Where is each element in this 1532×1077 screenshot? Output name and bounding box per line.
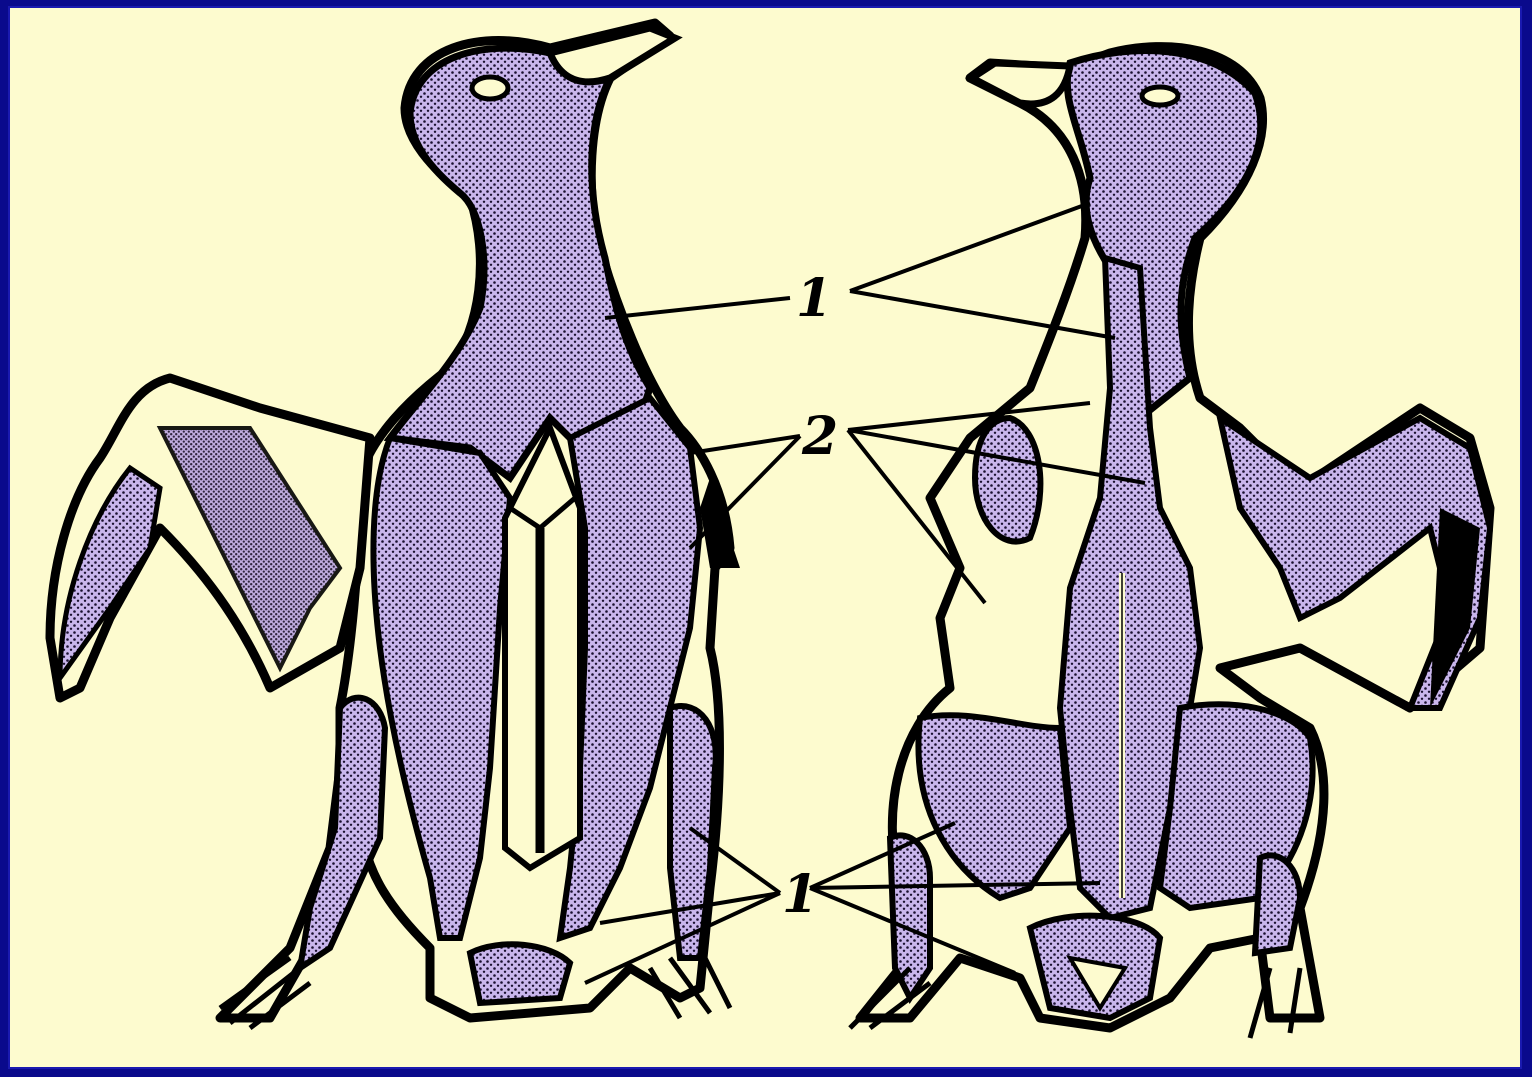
dorsal-left-leg-tract: [890, 835, 930, 998]
label-middle-2: 2: [801, 406, 838, 467]
dorsal-humeral-tract: [975, 418, 1040, 542]
diagram-frame: 1 2 1: [8, 6, 1522, 1069]
dorsal-right-leg-tract: [1255, 855, 1300, 953]
ventral-beak: [550, 28, 675, 82]
ventral-vent-tract: [470, 944, 570, 1003]
ventral-left-leg-tract: [300, 698, 385, 968]
dorsal-beak: [972, 63, 1070, 104]
label-top-1: 1: [796, 268, 832, 329]
ventral-eye: [472, 77, 508, 99]
bird-ventral-view: [50, 23, 740, 1028]
pterylosis-diagram: 1 2 1: [10, 8, 1520, 1067]
bird-dorsal-view: [850, 47, 1490, 1038]
label-bottom-1: 1: [782, 864, 818, 925]
dorsal-eye: [1142, 87, 1178, 105]
ventral-capital-tract: [390, 33, 650, 478]
